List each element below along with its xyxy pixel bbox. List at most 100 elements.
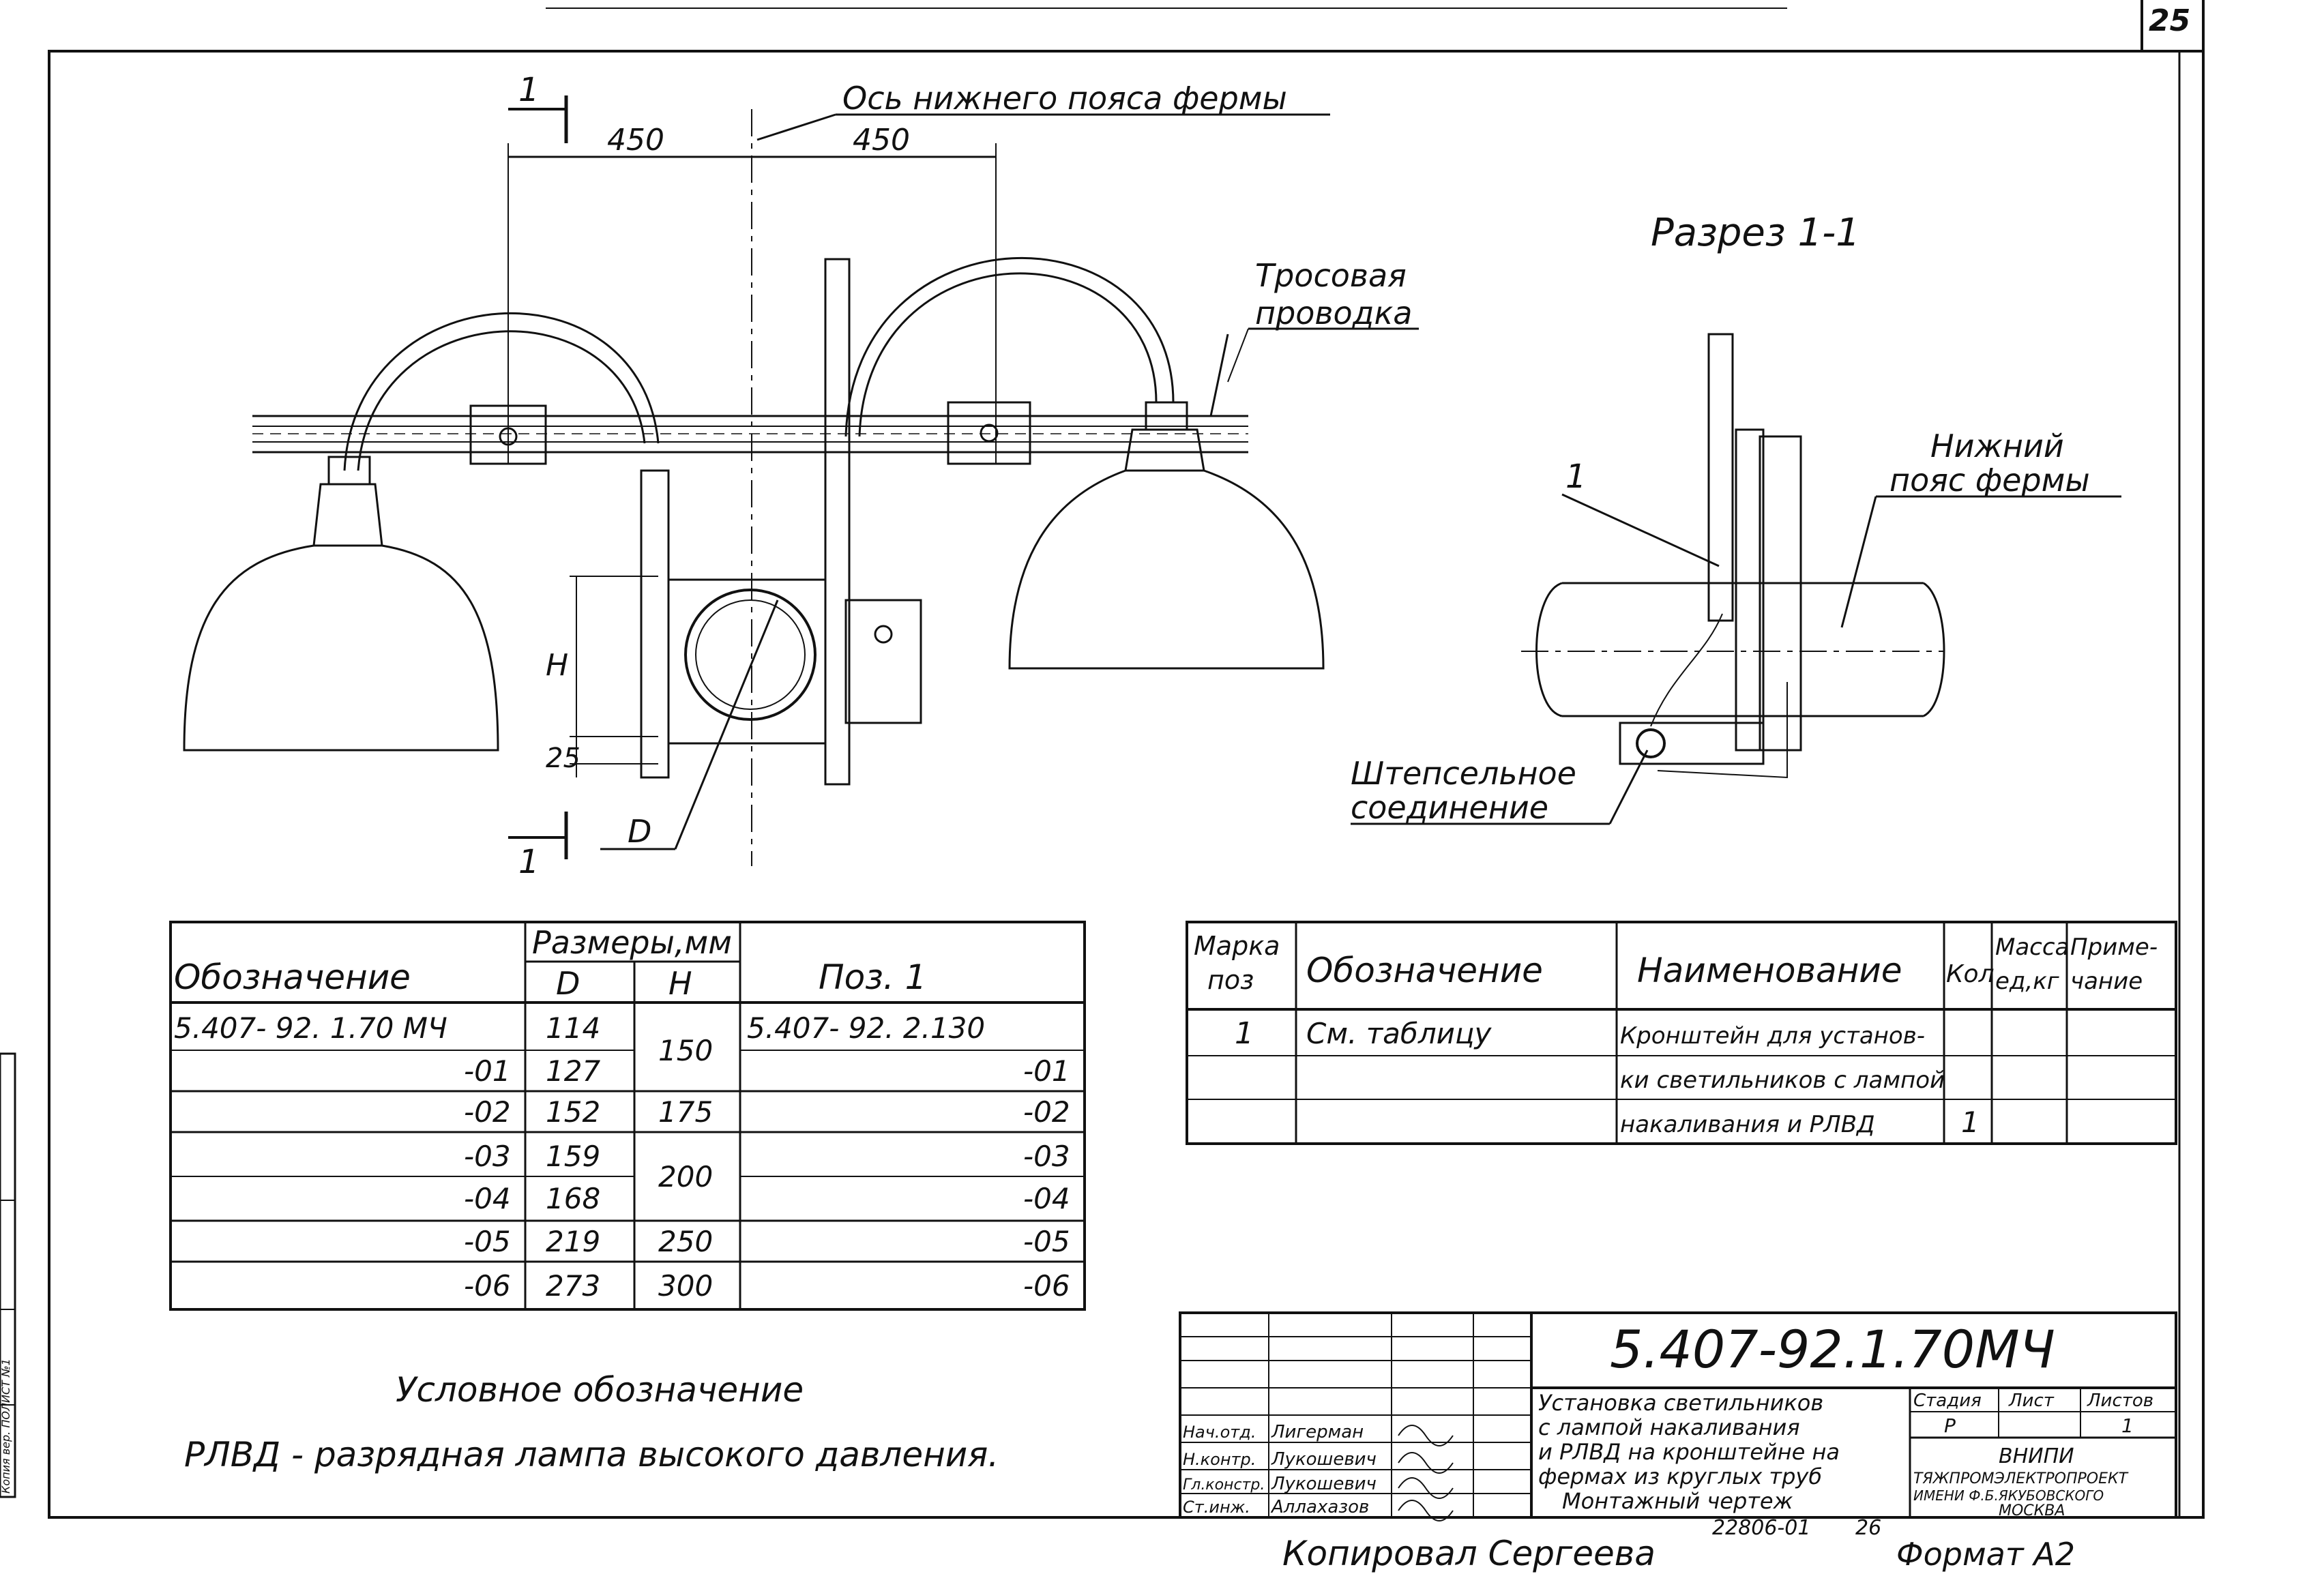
size-row-4-designation: -04 — [464, 1182, 511, 1215]
sheets-value: 1 — [2121, 1414, 2134, 1437]
size-row-2-pos: -02 — [1023, 1095, 1070, 1129]
signature-3 — [1398, 1500, 1454, 1521]
role-3: Ст.инж. — [1183, 1498, 1250, 1517]
name-1: Лукошевич — [1271, 1449, 1377, 1470]
spec-row-mark: 1 — [1235, 1016, 1254, 1051]
cable-label-line1: Тросовая — [1255, 257, 1407, 294]
size-row-5-d: 219 — [546, 1225, 600, 1258]
role-0: Нач.отд. — [1183, 1423, 1256, 1442]
spec-table: Марка поз Обозначение Наименование Кол М… — [1186, 921, 2177, 1145]
legend-title: Условное обозначение — [396, 1370, 804, 1410]
size-h-0: 150 — [658, 1034, 713, 1067]
org-line2: ТЯЖПРОМЭЛЕКТРОПРОЕКТ — [1913, 1470, 2129, 1487]
signature-0 — [1398, 1425, 1454, 1446]
size-h-2: 200 — [658, 1160, 713, 1193]
name-0: Лигерман — [1271, 1422, 1364, 1442]
name-3: Аллахазов — [1270, 1497, 1369, 1517]
title-block: 5.407-92.1.70МЧ Установка светильников с… — [1179, 1311, 2177, 1521]
legend: Условное обозначение РЛВД - разрядная ла… — [184, 1370, 999, 1474]
size-header-designation: Обозначение — [174, 957, 411, 997]
size-row-2-designation: -02 — [464, 1095, 511, 1129]
size-row-5-designation: -05 — [464, 1225, 511, 1258]
page-num: 26 — [1855, 1516, 1881, 1540]
axis-label: Ось нижнего пояса фермы — [842, 80, 1287, 117]
dim-left-450: 450 — [607, 123, 664, 158]
stage-value: Р — [1944, 1414, 1956, 1437]
title-line5: Монтажный чертеж — [1562, 1488, 1793, 1514]
sheet-number: 25 — [2149, 3, 2190, 38]
org-line4: МОСКВА — [1999, 1502, 2065, 1519]
size-row-0-designation: 5.407- 92. 1.70 МЧ — [174, 1011, 447, 1045]
plug-label-line1: Штепсельное — [1351, 755, 1576, 792]
role-1: Н.контр. — [1183, 1450, 1256, 1469]
spec-header-mass2: ед,кг — [1995, 968, 2060, 995]
spec-header-note: Приме- — [2070, 934, 2158, 961]
name-2: Лукошевич — [1271, 1474, 1377, 1494]
left-margin-stamp: Копия вер. ПОЛИСТ №1 — [0, 1052, 16, 1498]
title-line3: и РЛВД на кронштейне на — [1538, 1439, 1840, 1465]
size-header-d: D — [556, 965, 580, 1002]
chord-label-line1: Нижний — [1930, 428, 2064, 464]
org-line1: ВНИПИ — [1999, 1444, 2074, 1468]
spec-row-name-line2: ки светильников с лампой — [1620, 1067, 1945, 1094]
doc-code: 5.407-92.1.70МЧ — [1610, 1319, 2055, 1380]
size-row-1-designation: -01 — [464, 1054, 511, 1088]
size-row-0-pos: 5.407- 92. 2.130 — [747, 1011, 985, 1045]
section-marker-top: 1 — [518, 71, 540, 109]
chord-label-line2: пояс фермы — [1889, 462, 2090, 499]
sheets-label: Листов — [2087, 1391, 2153, 1411]
size-row-0-d: 114 — [546, 1011, 600, 1045]
dim-h: H — [546, 648, 568, 683]
section-view: Разрез 1-1 1 Нижний пояс фермы Штепсельн… — [1351, 211, 2121, 826]
signature-1 — [1398, 1452, 1454, 1474]
spec-row-designation: См. таблицу — [1306, 1017, 1492, 1050]
spec-row-name-line1: Кронштейн для установ- — [1620, 1022, 1925, 1050]
section-title: Разрез 1-1 — [1651, 211, 1860, 255]
size-h-3: 250 — [658, 1225, 713, 1258]
org-line3: ИМЕНИ Ф.Б.ЯКУБОВСКОГО — [1913, 1487, 2104, 1504]
drawing-frame — [48, 50, 2205, 1519]
size-h-1: 175 — [658, 1095, 713, 1129]
spec-header-name: Наименование — [1637, 951, 1902, 990]
size-h-4: 300 — [658, 1269, 713, 1303]
sheet-label: Лист — [2008, 1391, 2055, 1411]
spec-row-name-line3: накаливания и РЛВД — [1620, 1111, 1875, 1138]
plug-label-line2: соединение — [1351, 789, 1548, 826]
size-row-3-d: 159 — [546, 1140, 600, 1173]
size-header-sizes: Размеры,мм — [532, 924, 732, 961]
legend-text: РЛВД - разрядная лампа высокого давления… — [184, 1435, 999, 1474]
title-line4: фермах из круглых труб — [1538, 1464, 1822, 1489]
size-row-3-pos: -03 — [1023, 1140, 1070, 1173]
size-header-h: H — [668, 965, 692, 1002]
cable-label-line2: проводка — [1255, 295, 1412, 331]
spec-header-qty: Кол — [1946, 960, 1995, 988]
spec-row-qty: 1 — [1961, 1105, 1980, 1139]
copied-by: Копировал Сергеева — [1282, 1534, 1656, 1573]
spec-header-note2: чание — [2070, 968, 2143, 995]
size-row-1-pos: -01 — [1023, 1054, 1070, 1088]
installation-drawing: Ось нижнего пояса фермы 450 450 1 1 — [183, 71, 1419, 881]
size-row-2-d: 152 — [546, 1095, 600, 1129]
size-table: Обозначение Размеры,мм D H Поз. 1 5.407-… — [169, 921, 1086, 1311]
spec-header-mass: Масса — [1995, 934, 2069, 961]
size-row-1-d: 127 — [546, 1054, 600, 1088]
dim-d: D — [628, 813, 651, 850]
section-marker-bottom: 1 — [518, 843, 540, 881]
role-2: Гл.констр. — [1183, 1476, 1265, 1494]
signature-2 — [1398, 1477, 1454, 1499]
spec-header-mark: Марка — [1194, 931, 1280, 961]
size-row-4-d: 168 — [546, 1182, 600, 1215]
margin-stamp-text: Копия вер. ПОЛИСТ №1 — [0, 1358, 12, 1494]
stage-label: Стадия — [1913, 1391, 1982, 1411]
size-row-6-pos: -06 — [1023, 1269, 1070, 1303]
size-row-3-designation: -03 — [464, 1140, 511, 1173]
size-header-pos: Поз. 1 — [819, 957, 926, 997]
size-row-5-pos: -05 — [1023, 1225, 1070, 1258]
title-line2: с лампой накаливания — [1538, 1414, 1800, 1440]
dim-right-450: 450 — [853, 123, 910, 158]
section-pos-marker: 1 — [1565, 458, 1587, 496]
dim-25: 25 — [546, 743, 580, 774]
sheet-number-box: 25 — [2141, 0, 2205, 51]
title-line1: Установка светильников — [1538, 1390, 1823, 1416]
